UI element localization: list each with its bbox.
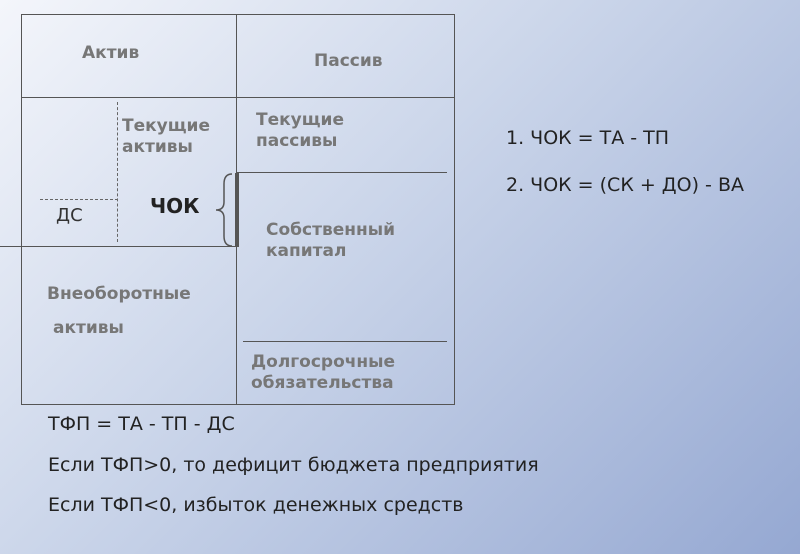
liabilities-separator	[237, 172, 447, 173]
passiv-header: Пассив	[314, 51, 383, 71]
ds-horizontal-dashed	[40, 199, 118, 200]
ds-vertical-dashed	[117, 102, 118, 242]
noncurrent-assets-label-2: активы	[53, 318, 124, 338]
header-separator	[21, 97, 455, 98]
table-right-border	[454, 14, 455, 405]
table-bottom-border	[21, 404, 455, 405]
chok-brace	[215, 173, 239, 247]
ds-label: ДС	[56, 205, 83, 226]
noncurrent-assets-label-1: Внеоборотные	[47, 284, 191, 304]
formula-tfp: ТФП = ТА - ТП - ДС	[48, 413, 235, 435]
tfp-surplus-text: Если ТФП<0, избыток денежных средств	[48, 494, 464, 516]
assets-separator	[0, 246, 237, 247]
longterm-label: Долгосрочные обязательства	[251, 352, 396, 393]
table-top-border	[21, 14, 455, 15]
equity-label: Собственный капитал	[266, 220, 396, 261]
formula-chok-2: 2. ЧОК = (СК + ДО) - ВА	[506, 174, 744, 196]
current-liabilities-label: Текущие пассивы	[256, 110, 344, 151]
table-left-border	[21, 14, 22, 405]
aktiv-header: Актив	[82, 43, 140, 63]
chok-label: ЧОК	[150, 194, 200, 218]
current-assets-label: Текущие активы	[122, 116, 210, 157]
equity-longterm-separator	[243, 341, 447, 342]
formula-chok-1: 1. ЧОК = ТА - ТП	[506, 127, 670, 149]
tfp-deficit-text: Если ТФП>0, то дефицит бюджета предприят…	[48, 454, 539, 476]
